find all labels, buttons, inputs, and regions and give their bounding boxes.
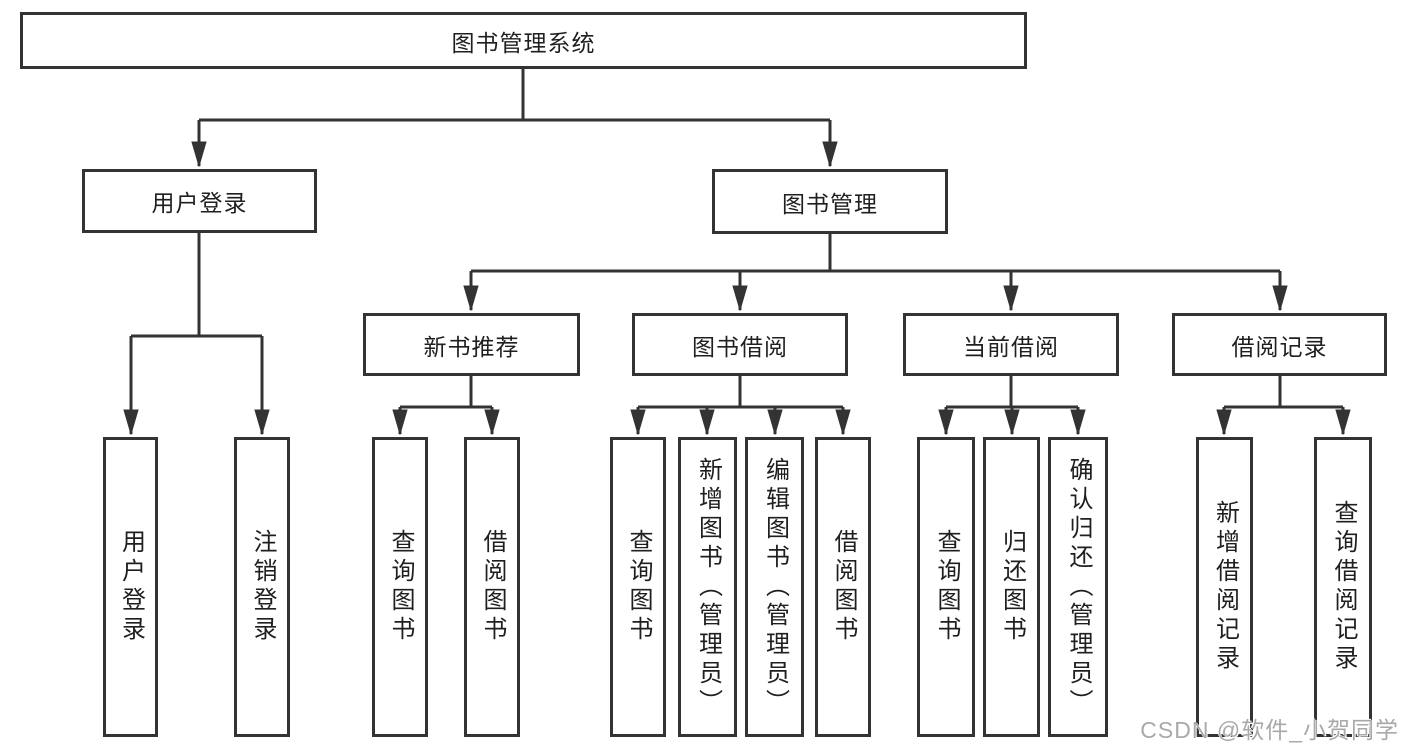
leaf-bb-edit-books: 编辑图书（管理员） — [745, 437, 804, 737]
node-current-borrow: 当前借阅 — [903, 313, 1119, 376]
leaf-cb-return-books: 归还图书 — [983, 437, 1040, 737]
leaf-br-add-record: 新增借阅记录 — [1196, 437, 1253, 737]
leaf-cb-confirm-return-label: 确认归还（管理员） — [1065, 456, 1092, 718]
leaf-br-query-record-label: 查询借阅记录 — [1330, 500, 1357, 674]
leaf-bb-borrow-books-label: 借阅图书 — [830, 529, 857, 645]
node-book-borrow: 图书借阅 — [632, 313, 848, 376]
leaf-rec-query-books: 查询图书 — [372, 437, 428, 737]
leaf-logout-label: 注销登录 — [249, 529, 276, 645]
node-root: 图书管理系统 — [20, 12, 1027, 69]
leaf-bb-query-books: 查询图书 — [610, 437, 666, 737]
leaf-user-login: 用户登录 — [103, 437, 158, 737]
leaf-rec-borrow-books-label: 借阅图书 — [479, 529, 506, 645]
leaf-rec-borrow-books: 借阅图书 — [464, 437, 520, 737]
leaf-cb-query-books: 查询图书 — [917, 437, 975, 737]
csdn-watermark: CSDN @软件_小贺同学 — [1140, 717, 1399, 743]
leaf-bb-add-books: 新增图书（管理员） — [678, 437, 737, 737]
leaf-logout: 注销登录 — [234, 437, 290, 737]
leaf-bb-edit-books-label: 编辑图书（管理员） — [761, 456, 789, 718]
leaf-user-login-label: 用户登录 — [117, 529, 145, 645]
leaf-br-query-record: 查询借阅记录 — [1314, 437, 1372, 737]
leaf-cb-return-books-label: 归还图书 — [998, 529, 1026, 645]
node-new-book-recommend: 新书推荐 — [363, 313, 580, 376]
leaf-bb-borrow-books: 借阅图书 — [815, 437, 871, 737]
leaf-br-add-record-label: 新增借阅记录 — [1211, 500, 1239, 674]
leaf-cb-confirm-return: 确认归还（管理员） — [1048, 437, 1108, 737]
leaf-bb-add-books-label: 新增图书（管理员） — [694, 456, 722, 718]
node-borrow-records: 借阅记录 — [1172, 313, 1387, 376]
leaf-rec-query-books-label: 查询图书 — [387, 529, 414, 645]
node-book-management: 图书管理 — [712, 169, 948, 234]
node-user-login: 用户登录 — [82, 169, 317, 233]
leaf-cb-query-books-label: 查询图书 — [933, 529, 960, 645]
leaf-bb-query-books-label: 查询图书 — [625, 529, 652, 645]
